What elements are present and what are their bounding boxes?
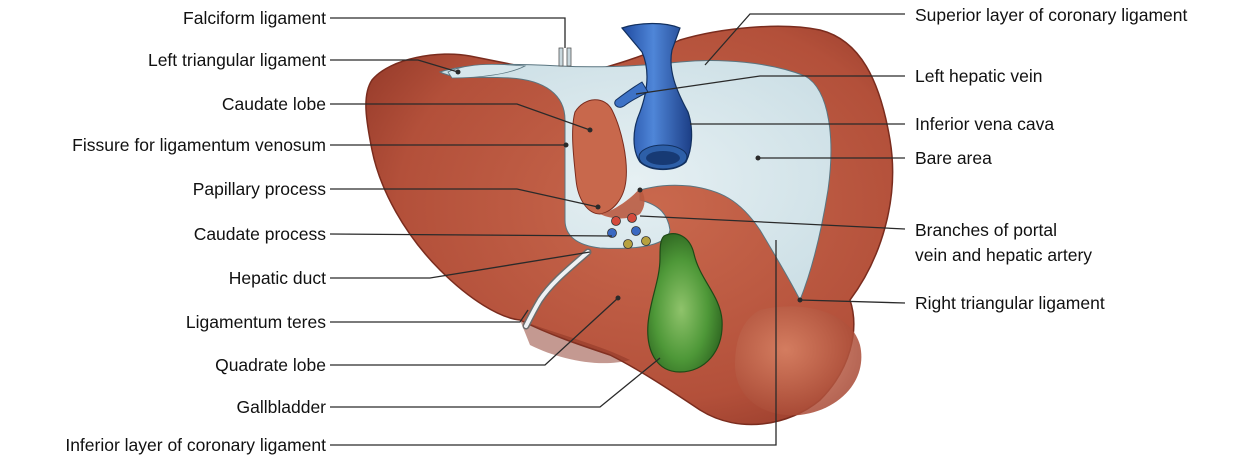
label-ligamentum-teres: Ligamentum teres — [186, 312, 326, 333]
label-branches-portal-line2: vein and hepatic artery — [915, 245, 1092, 266]
label-superior-coronary-ligament: Superior layer of coronary ligament — [915, 5, 1187, 26]
label-inferior-coronary-ligament: Inferior layer of coronary ligament — [65, 435, 326, 456]
label-branches-portal-line1: Branches of portal — [915, 220, 1057, 241]
label-right-triangular-ligament: Right triangular ligament — [915, 293, 1105, 314]
label-quadrate-lobe: Quadrate lobe — [215, 355, 326, 376]
right-lobe-shading — [735, 306, 861, 415]
label-left-hepatic-vein: Left hepatic vein — [915, 66, 1042, 87]
label-falciform-ligament: Falciform ligament — [183, 8, 326, 29]
label-hepatic-duct: Hepatic duct — [229, 268, 326, 289]
label-left-triangular-ligament: Left triangular ligament — [148, 50, 326, 71]
falciform-ligament-stub — [559, 48, 571, 66]
label-fissure-ligamentum-venosum: Fissure for ligamentum venosum — [72, 135, 326, 156]
label-caudate-process: Caudate process — [194, 224, 326, 245]
label-caudate-lobe: Caudate lobe — [222, 94, 326, 115]
label-gallbladder: Gallbladder — [237, 397, 327, 418]
label-inferior-vena-cava: Inferior vena cava — [915, 114, 1054, 135]
label-bare-area: Bare area — [915, 148, 992, 169]
label-papillary-process: Papillary process — [193, 179, 326, 200]
